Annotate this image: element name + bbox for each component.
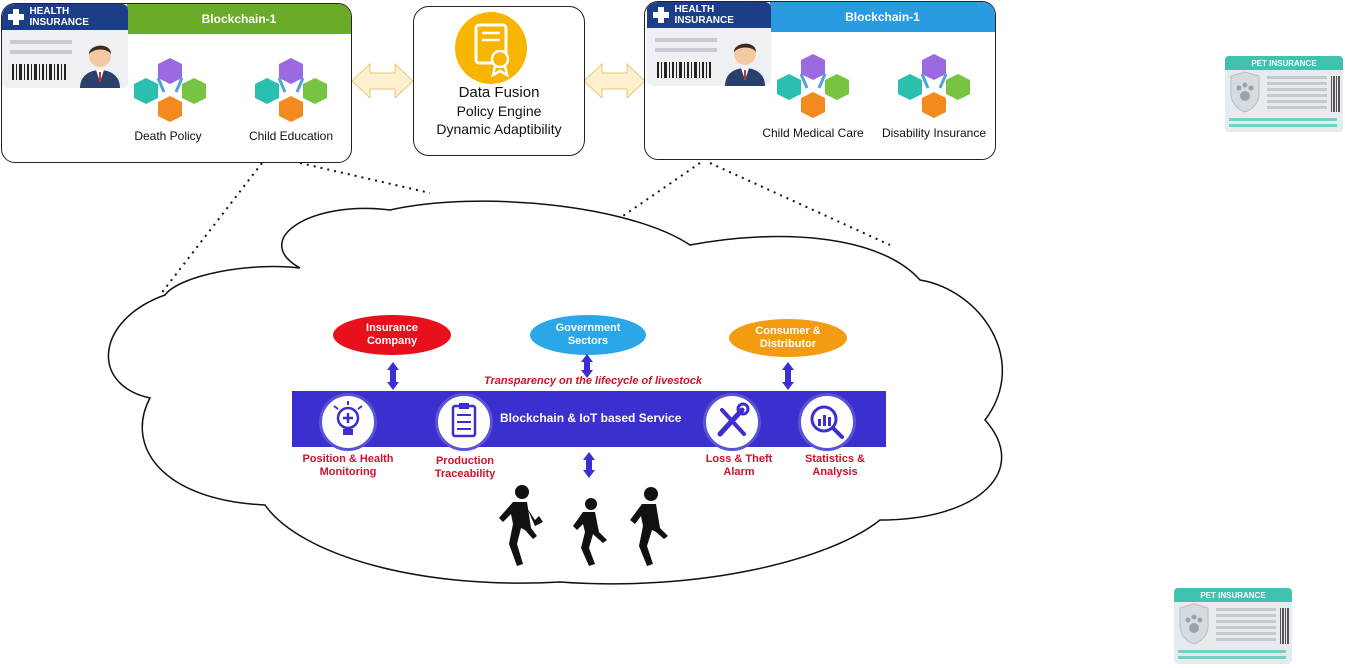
policy-child-education: Child Education bbox=[248, 129, 334, 143]
left-blockchain-panel: Blockchain-1 HEALTH INSURANCE bbox=[1, 3, 352, 163]
service-band bbox=[292, 391, 886, 447]
barcode-icon bbox=[1331, 76, 1340, 112]
blockchain-header: Blockchain-1 bbox=[127, 4, 351, 34]
service-item-monitoring: Position & Health Monitoring bbox=[302, 453, 394, 478]
card-title: HEALTH INSURANCE bbox=[674, 4, 734, 26]
transparency-caption: Transparency on the lifecycle of livesto… bbox=[484, 375, 703, 387]
certificate-icon bbox=[455, 12, 527, 84]
barcode-icon bbox=[12, 64, 66, 80]
policy-child-medical-care: Child Medical Care bbox=[762, 126, 864, 140]
policy-engine-label: Policy Engine bbox=[456, 103, 542, 119]
blockchain-title: Blockchain-1 bbox=[201, 12, 277, 26]
id-card-details bbox=[10, 40, 120, 88]
service-item-statistics: Statistics & Analysis bbox=[805, 453, 865, 478]
blockchain-cubes-icon bbox=[134, 58, 206, 122]
pet-card-title: PET INSURANCE bbox=[1174, 588, 1292, 602]
blockchain-cubes-icon bbox=[255, 58, 327, 122]
medical-cross-icon bbox=[8, 9, 25, 25]
service-item-alarm: Loss & Theft Alarm bbox=[705, 453, 773, 478]
policy-disability-insurance: Disability Insurance bbox=[881, 126, 987, 140]
tools-icon bbox=[717, 402, 750, 437]
blockchain-cubes-icon bbox=[898, 54, 970, 118]
health-insurance-card: HEALTH INSURANCE bbox=[647, 2, 771, 86]
policy-death: Death Policy bbox=[134, 129, 202, 143]
pet-insurance-card: PET INSURANCE bbox=[1225, 56, 1343, 132]
person-walking-icon bbox=[630, 487, 668, 566]
pet-insurance-card: PET INSURANCE bbox=[1174, 588, 1292, 664]
medical-cross-icon bbox=[653, 7, 670, 23]
blockchain-header: Blockchain-1 bbox=[770, 2, 995, 32]
pet-card-title: PET INSURANCE bbox=[1225, 56, 1343, 70]
paw-icon bbox=[1236, 82, 1254, 101]
dotted-connector bbox=[709, 162, 891, 246]
service-label: Blockchain & IoT based Service bbox=[500, 411, 682, 425]
pet-card-details bbox=[1178, 603, 1289, 659]
blockchain-cubes-icon bbox=[777, 54, 849, 118]
alarm-circle bbox=[703, 393, 761, 451]
clipboard-icon bbox=[451, 403, 477, 438]
monitoring-circle bbox=[319, 393, 377, 451]
person-avatar-icon bbox=[80, 45, 120, 88]
stakeholder-consumer-distributor: Consumer & Distributor bbox=[729, 319, 847, 357]
card-title-bar: HEALTH INSURANCE bbox=[647, 2, 771, 28]
blockchain-title: Blockchain-1 bbox=[845, 10, 920, 24]
dotted-connector bbox=[299, 162, 431, 194]
magnifier-chart-icon bbox=[810, 405, 844, 439]
stakeholder-government-sectors: Government Sectors bbox=[530, 315, 646, 355]
id-card-details bbox=[655, 38, 765, 86]
paw-icon bbox=[1185, 614, 1203, 633]
person-avatar-icon bbox=[725, 43, 765, 86]
person-walking-icon bbox=[499, 485, 543, 566]
health-insurance-card: HEALTH INSURANCE bbox=[2, 4, 128, 88]
card-title: HEALTH INSURANCE bbox=[29, 6, 89, 28]
dynamic-adaptibility-label: Dynamic Adaptibility bbox=[436, 121, 562, 137]
lightbulb-icon bbox=[333, 401, 363, 435]
card-title-bar: HEALTH INSURANCE bbox=[2, 4, 128, 30]
right-blockchain-panel: Blockchain-1 HEALTH INSURANCE bbox=[644, 1, 996, 160]
pet-card-details bbox=[1229, 71, 1340, 127]
traceability-circle bbox=[435, 393, 493, 451]
stakeholder-insurance-company: Insurance Company bbox=[333, 315, 451, 355]
person-walking-icon bbox=[573, 498, 607, 566]
data-fusion-box: Data Fusion Policy Engine Dynamic Adapti… bbox=[413, 6, 585, 156]
data-fusion-label: Data Fusion bbox=[458, 84, 540, 101]
barcode-icon bbox=[657, 62, 711, 78]
barcode-icon bbox=[1280, 608, 1289, 644]
walking-people-icons bbox=[499, 485, 668, 566]
service-item-traceability: Production Traceability bbox=[434, 455, 496, 480]
statistics-circle bbox=[798, 393, 856, 451]
